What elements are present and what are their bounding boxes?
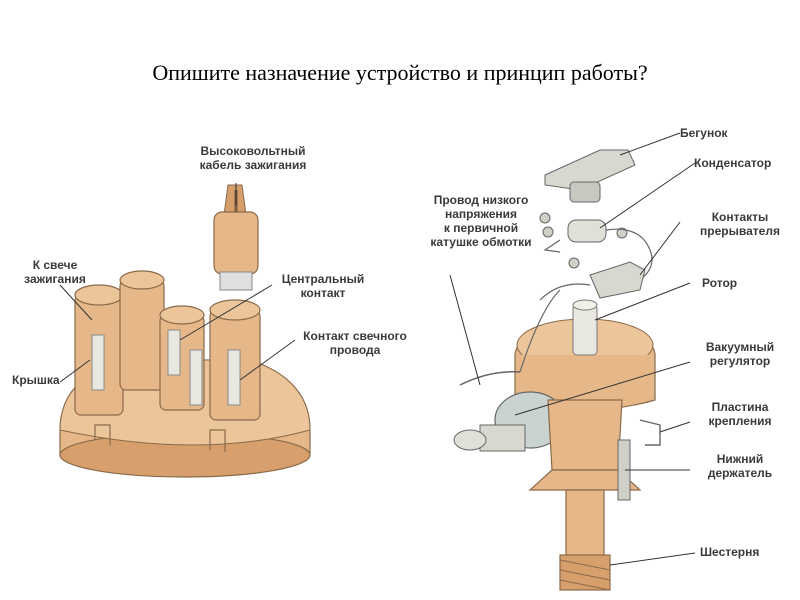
label-gear: Шестерня: [700, 545, 760, 559]
lower-housing: [547, 399, 623, 471]
label-vacuum-regulator: Вакуумный регулятор: [705, 340, 775, 368]
label-plug-wire-contact: Контакт свечного провода: [303, 329, 407, 357]
label-spark-plug: К свече зажигания: [24, 258, 86, 286]
runner-part: [544, 149, 636, 203]
rotor-shaft: [572, 304, 598, 356]
label-cap: Крышка: [12, 373, 60, 387]
leader-lines-left: [59, 183, 296, 383]
leader-lines-right: [449, 132, 696, 566]
label-rotor: Ротор: [702, 276, 738, 290]
label-low-voltage-wire: Провод низкого напряжения к первичной ка…: [430, 193, 532, 249]
label-mounting-plate: Пластина крепления: [708, 400, 772, 428]
gear-part: [559, 554, 611, 591]
label-runner: Бегунок: [680, 126, 728, 140]
slide-title: Опишите назначение устройство и принцип …: [152, 60, 648, 85]
distributor-cap: [59, 184, 311, 478]
breaker-contacts-part: [539, 261, 646, 301]
label-central-contact: Центральный контакт: [281, 272, 365, 300]
low-voltage-wire: [459, 371, 521, 386]
exploded-distributor: [453, 149, 661, 591]
mounting-plate-part: [639, 419, 661, 446]
label-lower-holder: Нижний держатель: [707, 452, 773, 480]
label-breaker-contacts: Контакты прерывателя: [700, 210, 780, 238]
label-condenser: Конденсатор: [694, 156, 772, 170]
lower-holder-part: [528, 469, 642, 491]
label-hv-cable: Высоковольтный кабель зажигания: [199, 144, 307, 172]
vacuum-regulator-part: [453, 391, 566, 452]
hv-cable-boot: [213, 211, 259, 275]
